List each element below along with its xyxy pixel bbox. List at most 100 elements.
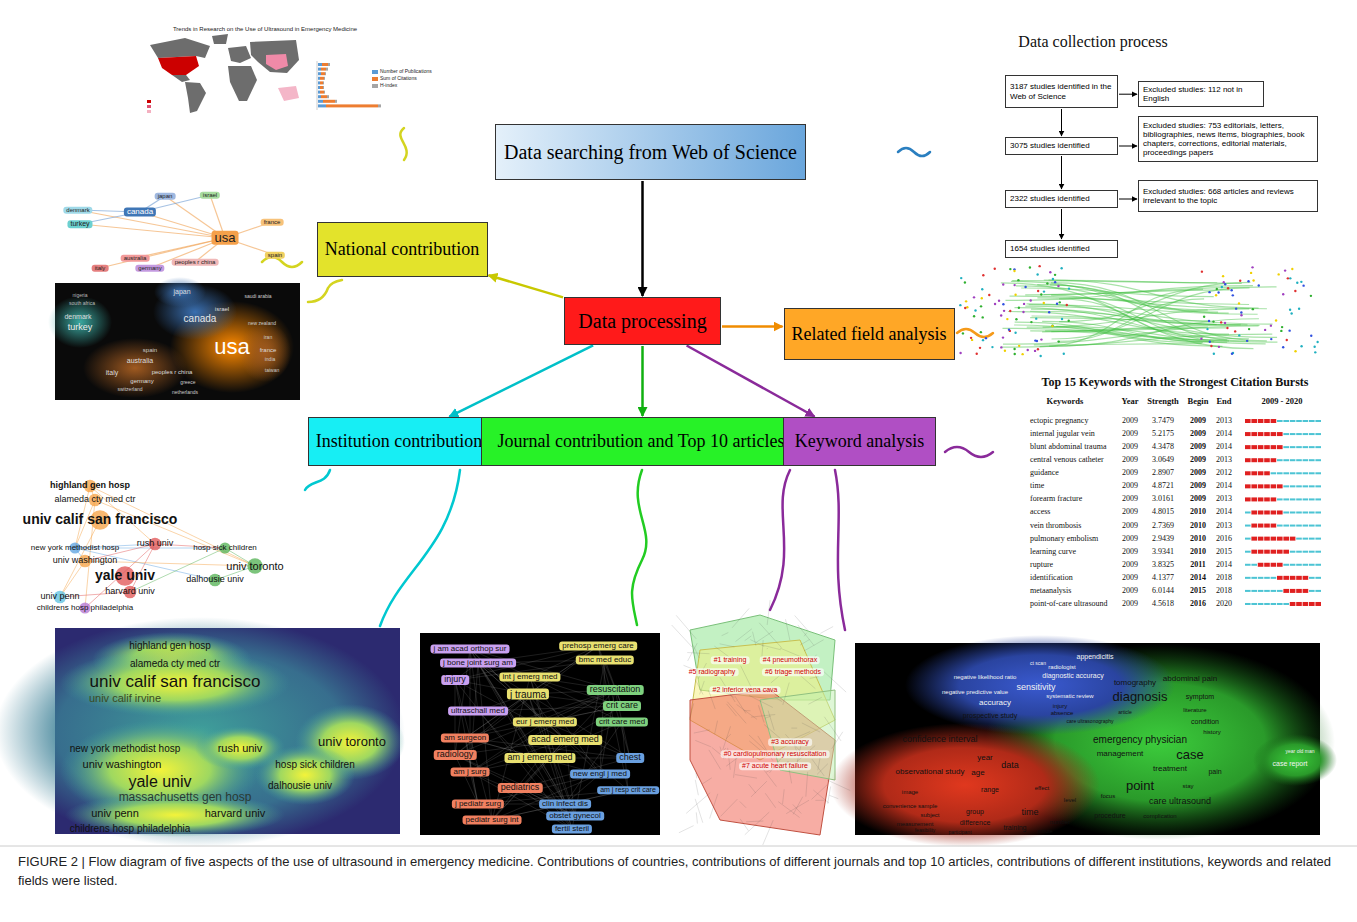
network-link [808,697,821,704]
overlay-dot [1224,283,1226,285]
burst-bar [1264,471,1270,475]
map-china [266,54,288,70]
table-cell: ectopic pregnancy [1030,417,1088,426]
density-blob [60,649,290,717]
table-cell: 4.1377 [1152,573,1174,582]
overlay-dot [1235,307,1237,309]
overlay-dot [1300,345,1302,347]
generated-figures [54,61,1321,845]
overlay-dot [974,309,976,311]
analysis-box: Institution contribution [308,417,491,466]
network-link [478,663,565,740]
country-density-label: india [265,357,276,363]
overlay-dot [1039,355,1041,357]
institution-density-label: childrens hosp philadelphia [70,823,191,834]
overlay-dot [1298,308,1300,310]
overlay-dot [1208,291,1210,293]
overlay-dot [1063,353,1065,355]
analysis-box: National contribution [317,222,488,277]
overlay-dot [1200,338,1202,340]
burst-bar [1283,537,1289,541]
exclusion-box: Excluded studies: 112 not in English [1138,81,1264,107]
overlay-dot [1034,350,1036,352]
journal-node-label: bmc med educ [576,656,634,665]
overlay-dot [1048,311,1050,313]
overlay-dot [1250,272,1252,274]
table-cell: point-of-care ultrasound [1030,600,1108,609]
burst-bar [1258,524,1264,528]
overlay-dot [980,331,982,333]
overlay-dot [1289,277,1291,279]
institution-density-label: harvard univ [205,807,266,819]
cluster-label: #3 accuracy [768,738,812,746]
journal-node-label: am j emerg med [504,753,575,763]
squiggle [262,257,302,267]
journal-node-label: j trauma [507,689,549,700]
burst-bar [1258,590,1264,592]
bar [318,72,321,75]
bar [378,104,381,107]
burst-bar [1271,472,1277,474]
overlay-dot [1277,273,1279,275]
network-link [679,826,694,833]
country-node-label: peoples r china [172,259,219,266]
network-link [753,632,756,646]
table-cell: access [1030,508,1050,517]
burst-bar [1283,603,1289,605]
network-link [758,705,764,722]
table-cell: 6.0144 [1152,587,1174,596]
network-link [764,725,781,740]
burst-bar [1283,433,1289,435]
connector [449,345,593,416]
burst-bar [1264,419,1270,423]
burst-bar [1245,471,1251,475]
keyword-density-label: absence [1051,710,1074,717]
table-cell: 2015 [1216,547,1232,556]
network-link [737,704,757,719]
burst-bar [1309,551,1315,553]
keyword-density-label: ct scan [1030,661,1046,667]
map-land [150,38,210,58]
network-link [768,711,774,731]
country-density-label: turkey [68,323,93,333]
burst-bar [1251,537,1257,541]
institution-density-label: univ calif san francisco [89,673,260,692]
burst-bar [1315,485,1321,487]
overlay-dot [1296,282,1298,284]
overlay-dot [1284,269,1286,271]
table-cell: 3.8325 [1152,560,1174,569]
country-node-label: canada [124,208,156,217]
overlay-dot [960,277,962,279]
overlay-dot [1002,303,1004,305]
burst-bar [1296,472,1302,474]
network-link [744,710,751,711]
journal-node-label: clin infect dis [539,800,591,809]
keyword-density-label: prospective study [963,712,1017,720]
table-cell: 4.3478 [1152,443,1174,452]
overlay-dot [1030,321,1032,323]
overlay-dot [1056,303,1058,305]
journal-node-label: acad emerg med [528,735,602,745]
overlay-dot [1000,346,1002,348]
burst-bar [1283,564,1289,566]
institution-density-label: yale univ [128,773,191,791]
burst-bar [1245,603,1251,605]
network-link [492,690,615,820]
legend-swatch [372,84,378,88]
overlay-dot [1220,321,1222,323]
table-title: Top 15 Keywords with the Strongest Citat… [1041,376,1308,389]
keyword-density-label: point [1126,779,1154,793]
keyword-density-label: history [1203,729,1221,736]
burst-bar [1283,576,1289,580]
burst-bar [1245,497,1251,501]
table-cell: 2009 [1122,482,1138,491]
burst-bar [1290,498,1296,500]
burst-bar [1264,458,1270,462]
table-cell: 4.5618 [1152,600,1174,609]
overlay-dot [1316,341,1318,343]
box-text: Data searching from Web of Science [504,141,797,164]
box-text: National contribution [325,239,479,260]
country-node-label: spain [265,252,285,259]
network-link [688,643,698,661]
network-link [700,681,705,695]
